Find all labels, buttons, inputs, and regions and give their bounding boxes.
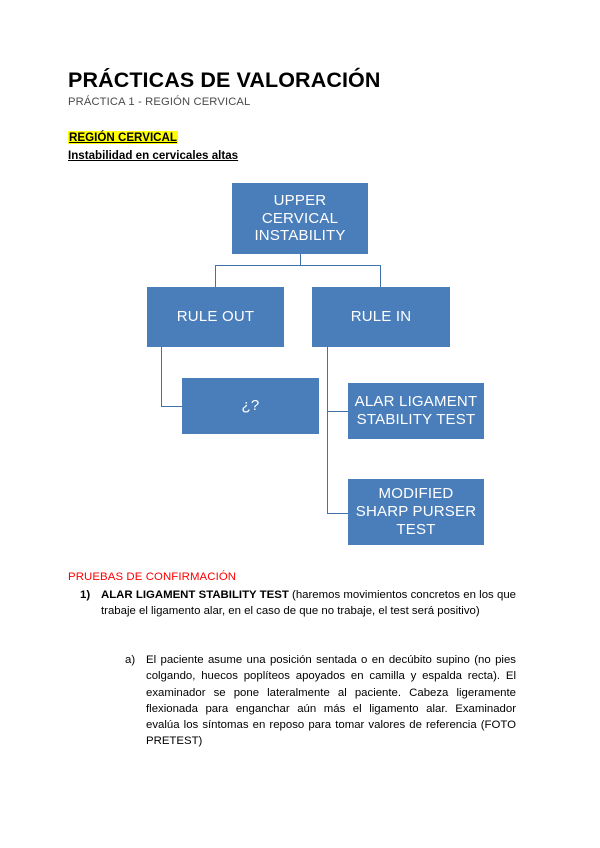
flow-node-line: MODIFIED xyxy=(378,485,454,503)
flowchart-diagram: UPPER CERVICAL INSTABILITY RULE OUT RULE… xyxy=(147,183,484,545)
list-item-a: a) El paciente asume una posición sentada… xyxy=(68,652,516,750)
connector-upper-stem xyxy=(299,254,301,266)
lettered-list: a) El paciente asume una posición sentada… xyxy=(68,652,516,750)
flow-node-line: ¿? xyxy=(241,397,260,415)
flow-node-line: SHARP PURSER xyxy=(355,503,477,521)
flow-node-rule-out[interactable]: RULE OUT xyxy=(147,287,284,347)
flow-node-line: RULE OUT xyxy=(176,308,255,326)
section-heading-highlighted: REGIÓN CERVICAL xyxy=(68,131,179,144)
flow-node-upper-cervical-instability[interactable]: UPPER CERVICAL INSTABILITY xyxy=(232,183,368,254)
numbered-list: 1) ALAR LIGAMENT STABILITY TEST (haremos … xyxy=(68,587,516,619)
connector-to-rule-out xyxy=(215,265,217,287)
connector-upper-crossbar xyxy=(215,265,381,267)
list-marker: 1) xyxy=(80,589,91,601)
connector-rule-in-drop xyxy=(327,347,329,514)
flow-node-line: CERVICAL xyxy=(261,209,339,227)
flow-node-line: INSTABILITY xyxy=(254,227,346,245)
flow-node-line: ALAR LIGAMENT xyxy=(354,393,478,411)
flow-node-line: RULE IN xyxy=(350,308,412,326)
connector-rule-in-to-alar xyxy=(327,411,349,413)
flow-node-modified-sharp-purser-test[interactable]: MODIFIED SHARP PURSER TEST xyxy=(348,479,484,545)
flow-node-question-mark[interactable]: ¿? xyxy=(182,378,319,434)
page-title: PRÁCTICAS DE VALORACIÓN xyxy=(68,68,381,92)
connector-to-rule-in xyxy=(380,265,382,287)
connector-rule-out-drop xyxy=(161,347,163,407)
list-item-1-lead: ALAR LIGAMENT STABILITY TEST xyxy=(101,589,289,601)
section-subheading: Instabilidad en cervicales altas xyxy=(68,149,239,162)
flow-node-alar-ligament-stability-test[interactable]: ALAR LIGAMENT STABILITY TEST xyxy=(348,383,484,439)
list-item-1-rest: (haremos movimientos concretos en los qu… xyxy=(101,589,516,618)
flow-node-line: TEST xyxy=(396,520,436,538)
flow-node-line: UPPER xyxy=(273,191,327,209)
list-marker: a) xyxy=(125,654,136,666)
pruebas-de-confirmacion-label: PRUEBAS DE CONFIRMACIÓN xyxy=(68,571,237,583)
list-item-1: 1) ALAR LIGAMENT STABILITY TEST (haremos … xyxy=(68,587,516,619)
page-subtitle: PRÁCTICA 1 - REGIÓN CERVICAL xyxy=(68,96,251,108)
list-item-a-text: El paciente asume una posición sentada o… xyxy=(146,654,516,748)
connector-rule-out-to-q xyxy=(161,406,183,408)
flow-node-rule-in[interactable]: RULE IN xyxy=(312,287,450,347)
connector-rule-in-to-mod xyxy=(327,513,349,515)
flow-node-line: STABILITY TEST xyxy=(356,411,476,428)
